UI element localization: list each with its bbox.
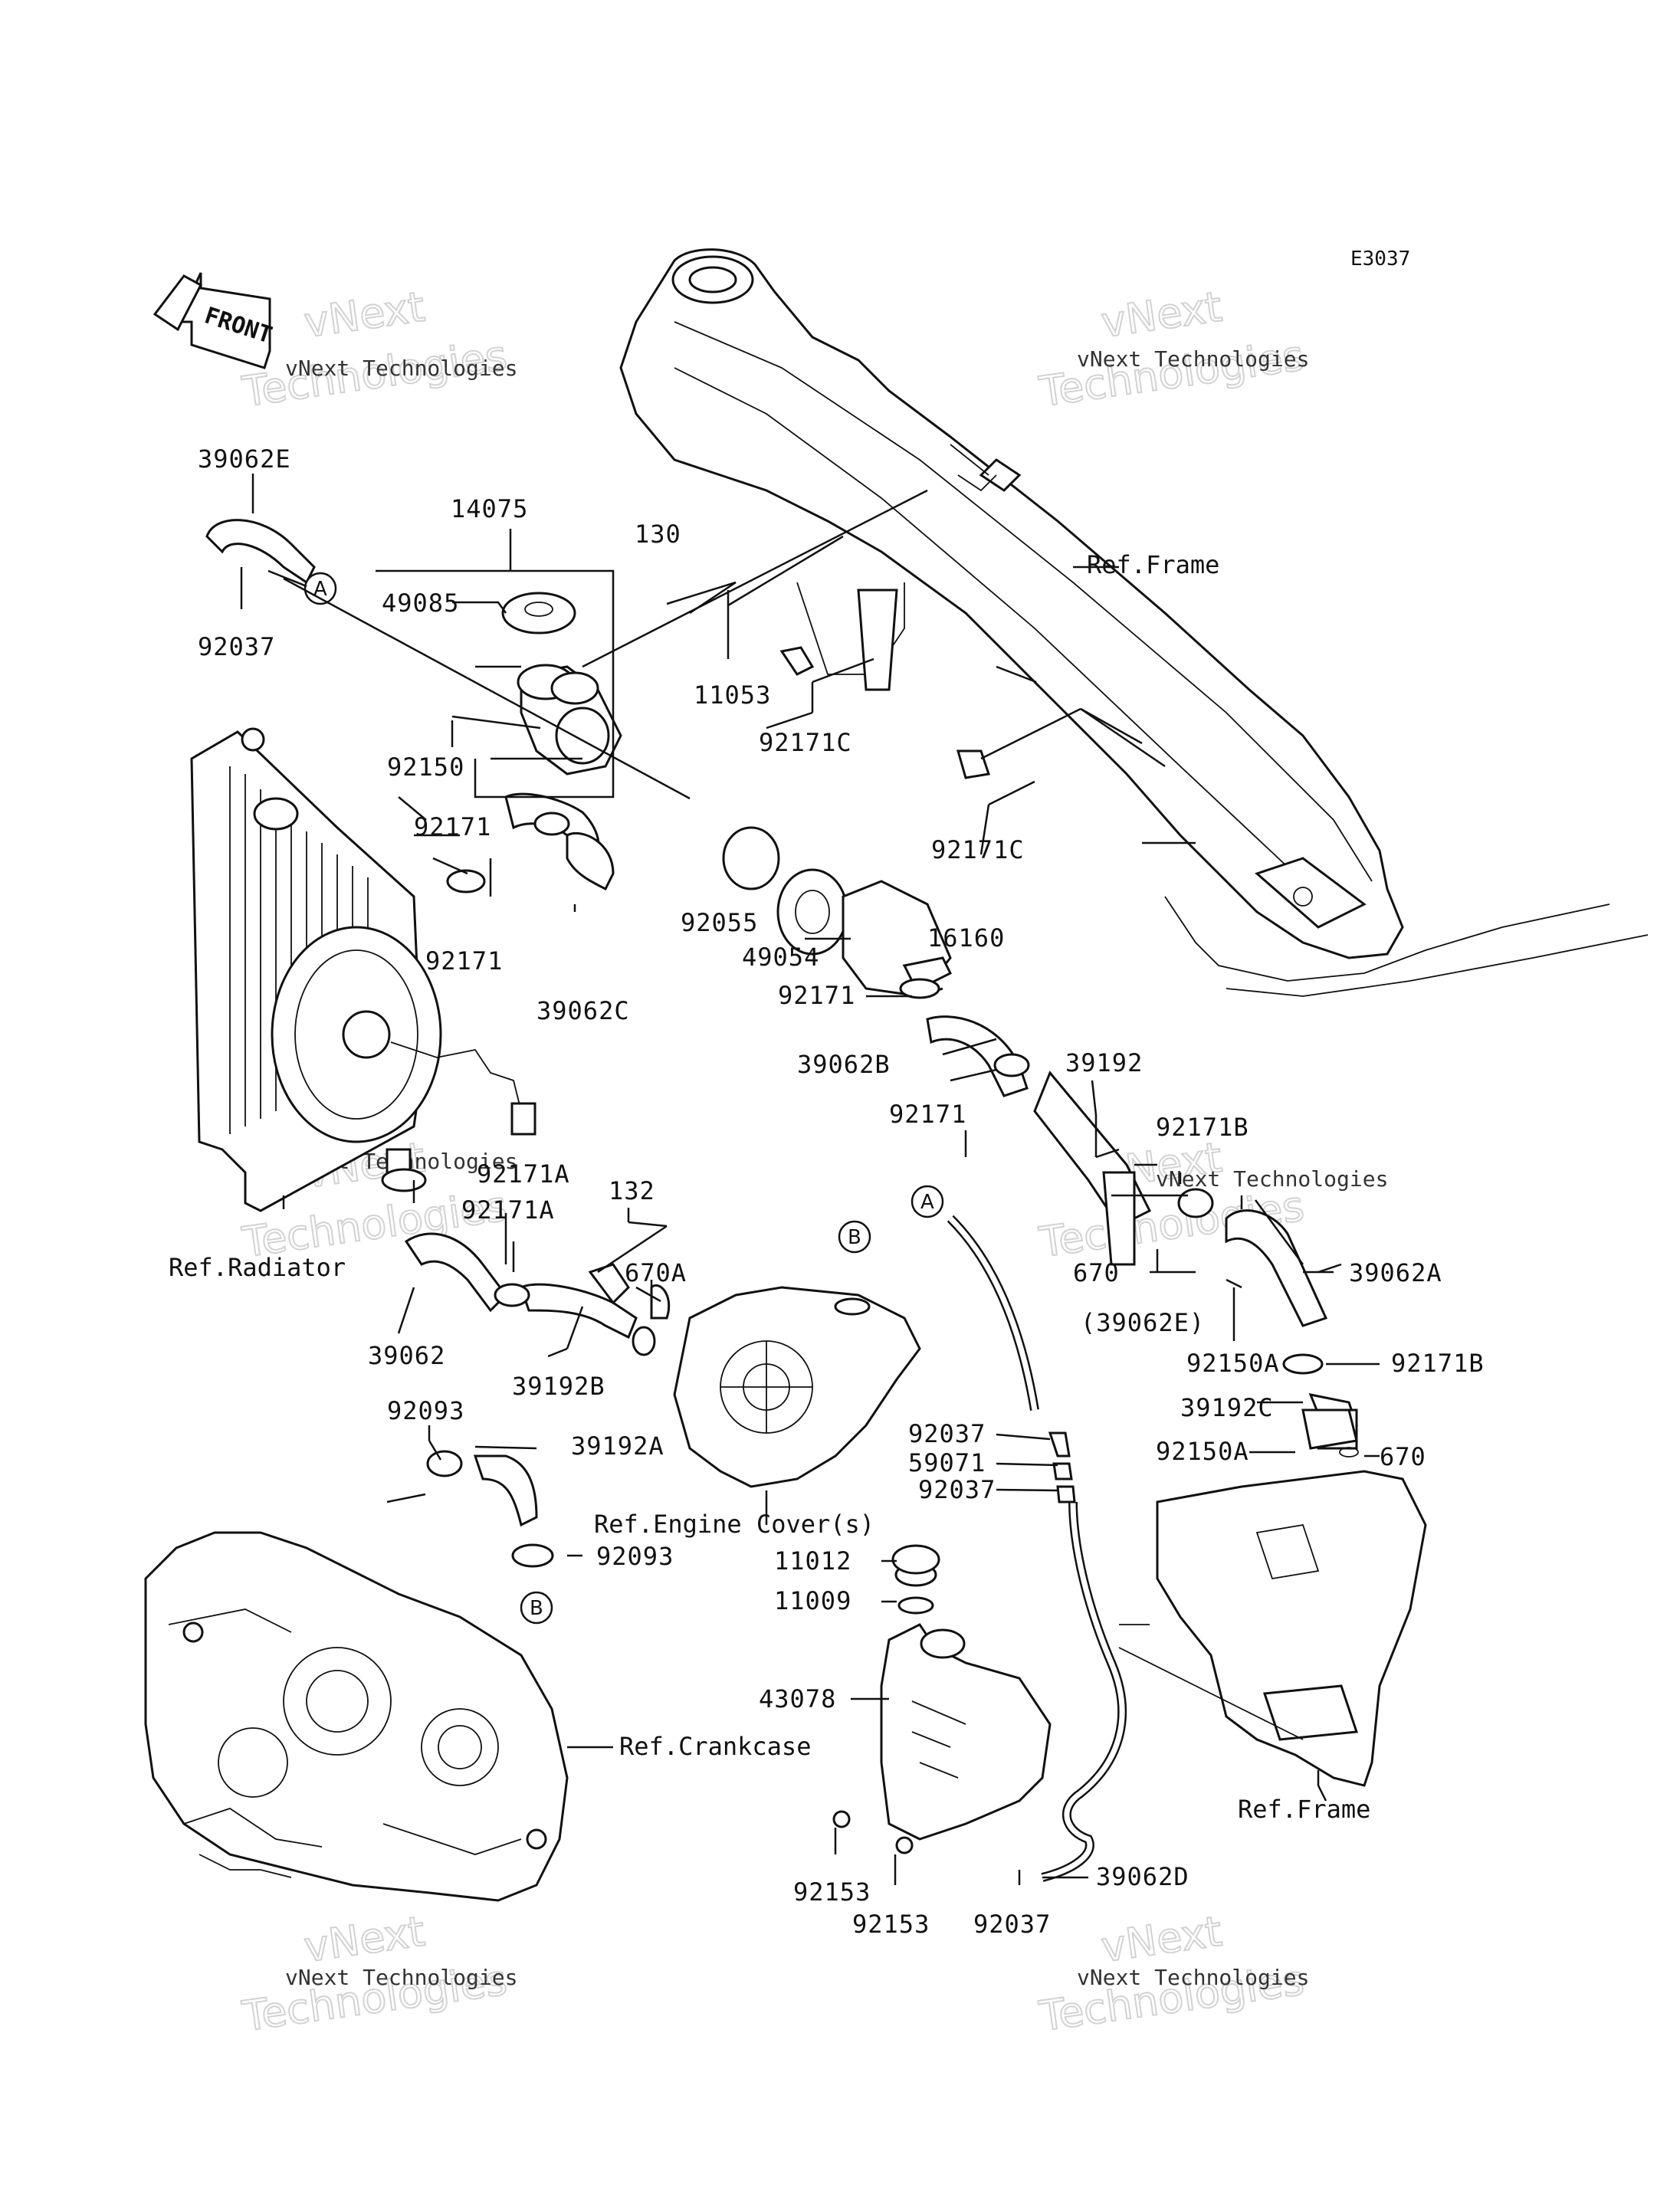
label-92171C-1: 92171C — [759, 728, 852, 757]
overflow-hose — [947, 1215, 1127, 1882]
callout-a-top: A — [304, 572, 337, 605]
frame-top — [619, 248, 1649, 997]
label-39192A: 39192A — [571, 1431, 664, 1461]
label-92171-b: 92171 — [425, 946, 503, 976]
label-39062E-paren: (39062E) — [1081, 1308, 1205, 1337]
radiator — [190, 727, 536, 1212]
svg-text:vNext Technologies: vNext Technologies — [285, 356, 517, 381]
label-39192B: 39192B — [512, 1372, 605, 1401]
callout-a-mid: A — [911, 1185, 944, 1218]
ref-frame-top: Ref.Frame — [1087, 550, 1219, 579]
label-670-b: 670 — [1380, 1442, 1426, 1471]
label-59071: 59071 — [908, 1448, 986, 1477]
label-670: 670 — [1073, 1258, 1120, 1287]
svg-text:Technologies: Technologies — [1036, 331, 1307, 416]
callout-b-top: B — [838, 1220, 871, 1254]
label-39062B: 39062B — [797, 1050, 891, 1079]
label-14075: 14075 — [451, 494, 528, 523]
reservoir-tank — [832, 1544, 1052, 1854]
callout-b-bottom: B — [520, 1591, 553, 1625]
label-16160: 16160 — [927, 923, 1005, 953]
label-39192: 39192 — [1065, 1048, 1143, 1077]
svg-text:B: B — [530, 1597, 543, 1620]
label-11009: 11009 — [774, 1586, 851, 1615]
reference-labels: Ref.Frame Ref.Radiator Ref.Engine Cover(… — [169, 550, 1370, 1824]
label-11053: 11053 — [694, 680, 771, 710]
label-39062D: 39062D — [1096, 1862, 1189, 1891]
ref-frame-bottom: Ref.Frame — [1238, 1795, 1370, 1824]
label-92171A-2: 92171A — [461, 1195, 555, 1225]
label-43078: 43078 — [759, 1684, 836, 1713]
watermark-top-left: vNext Technologies vNext Technologies — [238, 282, 517, 417]
label-39062E: 39062E — [198, 444, 291, 474]
svg-text:vNext: vNext — [1098, 283, 1225, 347]
ref-radiator: Ref.Radiator — [169, 1253, 346, 1282]
svg-text:A: A — [313, 578, 327, 601]
label-39062A: 39062A — [1349, 1258, 1442, 1287]
label-92150: 92150 — [387, 753, 464, 782]
label-49054: 49054 — [742, 943, 819, 972]
label-92153-1: 92153 — [793, 1877, 871, 1907]
engine-cover — [588, 1263, 921, 1488]
label-92171-c: 92171 — [778, 981, 855, 1010]
watermark-bottom-right: vNext Technologies vNext Technologies — [1035, 1907, 1309, 2041]
label-92093-2: 92093 — [596, 1542, 674, 1571]
front-arrow-icon: FRONT — [153, 272, 275, 369]
label-39062: 39062 — [368, 1341, 445, 1370]
label-39062C: 39062C — [536, 996, 630, 1025]
svg-text:A: A — [920, 1191, 934, 1214]
label-49085: 49085 — [382, 589, 459, 618]
label-92037-bot: 92037 — [973, 1910, 1051, 1939]
svg-text:vNext Technologies: vNext Technologies — [285, 1965, 517, 1990]
label-92055: 92055 — [681, 908, 758, 937]
label-92171A-1: 92171A — [477, 1159, 570, 1189]
frame-bottom — [1118, 1470, 1427, 1787]
svg-text:vNext: vNext — [301, 283, 428, 347]
svg-text:vNext Technologies: vNext Technologies — [1077, 346, 1309, 372]
svg-text:B: B — [848, 1226, 861, 1249]
watermark-top-right: vNext Technologies vNext Technologies — [1035, 282, 1309, 417]
label-92037-top: 92037 — [198, 632, 275, 661]
svg-text:vNext Technologies: vNext Technologies — [1077, 1965, 1309, 1990]
label-670A: 670A — [625, 1258, 687, 1287]
part-labels: 39062E 92037 14075 49085 130 11053 92150… — [198, 444, 1485, 1939]
label-130: 130 — [635, 520, 681, 549]
label-11012: 11012 — [774, 1546, 851, 1576]
label-92171C-2: 92171C — [931, 835, 1025, 864]
label-92171B-2: 92171B — [1391, 1349, 1485, 1378]
label-132: 132 — [609, 1176, 655, 1205]
label-39192C: 39192C — [1180, 1393, 1274, 1422]
watermark-bottom-left: vNext Technologies vNext Technologies — [238, 1907, 517, 2041]
svg-text:vNext Technologies: vNext Technologies — [1156, 1166, 1388, 1192]
svg-text:vNext: vNext — [301, 1907, 428, 1972]
label-92171-d: 92171 — [889, 1100, 966, 1129]
label-92171B-1: 92171B — [1156, 1113, 1249, 1142]
leader-lines — [240, 474, 1380, 1885]
ref-crankcase: Ref.Crankcase — [619, 1732, 811, 1761]
ref-engine-cover: Ref.Engine Cover(s) — [594, 1510, 874, 1539]
diagram-code: E3037 — [1350, 248, 1410, 271]
label-92150A-2: 92150A — [1156, 1437, 1249, 1466]
label-92037-m2: 92037 — [918, 1475, 996, 1504]
label-92150A-1: 92150A — [1186, 1349, 1280, 1378]
pipe-39192c — [1301, 1408, 1358, 1450]
label-92171-a: 92171 — [414, 812, 491, 841]
label-92093-1: 92093 — [387, 1396, 464, 1425]
label-92153-2: 92153 — [852, 1910, 930, 1939]
crankcase — [144, 1531, 569, 1902]
svg-text:vNext: vNext — [1098, 1907, 1225, 1972]
label-92037-m1: 92037 — [908, 1419, 986, 1448]
